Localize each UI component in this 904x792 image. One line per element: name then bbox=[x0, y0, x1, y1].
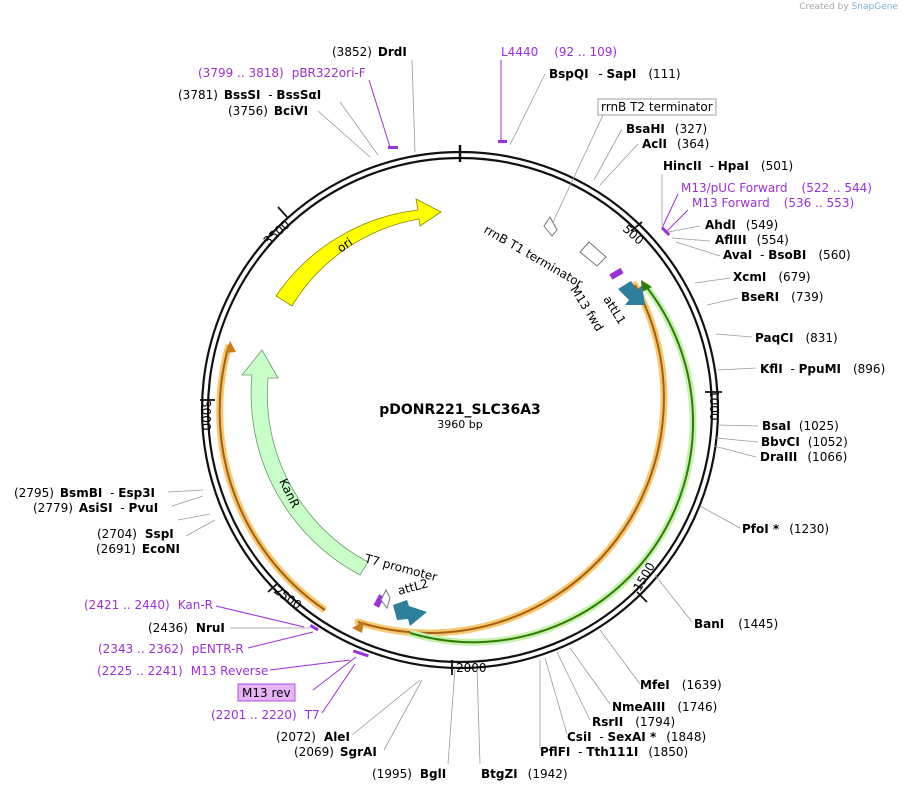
enzyme-bani: BanI(1445) bbox=[694, 617, 778, 631]
enzyme-bsahi: BsaHI(327) bbox=[626, 122, 707, 136]
enzyme-csii: CsiI - SexAI *(1848) bbox=[567, 730, 706, 744]
enzyme-labels: (3852)DrdI BspQI - SapI(111) (3781)BssSI… bbox=[14, 45, 885, 781]
primer-m13-reverse: (2225 .. 2241)M13 Reverse bbox=[97, 664, 268, 678]
orf-orange-arc bbox=[354, 281, 668, 637]
enzyme-mfei: MfeI(1639) bbox=[640, 678, 722, 692]
tick-3500: 3500 bbox=[261, 217, 293, 248]
rrnb-t1-feature bbox=[579, 241, 607, 267]
primer-m13-forward: M13 Forward(536 .. 553) bbox=[692, 196, 854, 210]
enzyme-pflfi: PflFI - Tth111I(1850) bbox=[540, 745, 688, 759]
enzyme-econi: (2691)EcoNI bbox=[96, 542, 180, 556]
plasmid-name: pDONR221_SLC36A3 bbox=[379, 402, 541, 418]
tick-500: 500 bbox=[620, 222, 646, 248]
snapgene-brand: SnapGene bbox=[851, 2, 898, 12]
attl2-label: attL2 bbox=[396, 576, 430, 598]
t7-promoter-label: T7 promoter bbox=[362, 551, 439, 584]
enzyme-ahdi: AhdI(549) bbox=[705, 218, 778, 232]
orf-green-arrowhead bbox=[641, 280, 652, 292]
rrnb-t1-label: rrnB T1 terminator bbox=[482, 222, 586, 290]
enzyme-hincii: HincII - HpaI(501) bbox=[663, 159, 793, 173]
tick-3000: 3000 bbox=[199, 400, 213, 431]
primer-l4440: L4440(92 .. 109) bbox=[501, 45, 617, 59]
enzyme-draiii: DraIII(1066) bbox=[760, 450, 847, 464]
enzyme-alei: (2072)AleI bbox=[276, 730, 350, 744]
enzyme-btgzi: BtgZI(1942) bbox=[481, 767, 568, 781]
orf-green-arc-core bbox=[409, 284, 695, 644]
coordinate-ticks: 500 1000 1500 2000 2500 3000 3500 bbox=[199, 206, 722, 675]
kanr-feature bbox=[241, 349, 369, 576]
primer-pbr322ori-f: (3799 .. 3818)pBR322ori-F bbox=[198, 66, 366, 80]
rrnb-t2-box bbox=[597, 98, 717, 116]
enzyme-xcmi: XcmI(679) bbox=[733, 270, 811, 284]
snapgene-credit: Created by SnapGene bbox=[799, 2, 898, 12]
primer-m13-rev: M13 rev bbox=[242, 686, 291, 700]
enzyme-bbvci: BbvCI(1052) bbox=[761, 435, 848, 449]
enzyme-leaders bbox=[167, 59, 759, 765]
m13-rev-highlight bbox=[237, 683, 296, 702]
enzyme-rsrii: RsrII(1794) bbox=[592, 715, 675, 729]
primer-marks bbox=[215, 60, 689, 714]
enzyme-sgrai: (2069)SgrAI bbox=[294, 745, 377, 759]
m13-fwd-label: M13 fwd bbox=[567, 283, 606, 334]
enzyme-kfli: KflI - PpuMI(896) bbox=[760, 362, 885, 376]
orf-green-arc bbox=[409, 282, 697, 646]
enzyme-bspqi: BspQI - SapI(111) bbox=[549, 67, 681, 81]
primer-pentr-r: (2343 .. 2362)pENTR-R bbox=[98, 642, 244, 656]
ori-feature bbox=[275, 198, 442, 307]
enzyme-nrui: (2436)NruI bbox=[148, 621, 225, 635]
attl1-feature bbox=[618, 281, 645, 305]
primer-labels: L4440(92 .. 109) (3799 .. 3818)pBR322ori… bbox=[84, 45, 872, 722]
attl1-label: attL1 bbox=[600, 293, 628, 327]
enzyme-bseri: BseRI(739) bbox=[741, 290, 823, 304]
t7-promoter-feature bbox=[380, 588, 391, 610]
attl2-feature bbox=[393, 600, 427, 626]
rrnb-t2-feature bbox=[543, 216, 558, 237]
enzyme-bsmbi: (2795)BsmBI - Esp3I bbox=[14, 486, 155, 500]
enzyme-avai: AvaI - BsoBI(560) bbox=[723, 248, 851, 262]
enzyme-bsai: BsaI(1025) bbox=[762, 419, 839, 433]
tick-2000: 2000 bbox=[456, 661, 487, 675]
tick-1000: 1000 bbox=[707, 390, 721, 421]
enzyme-nmeaiii: NmeAIII(1746) bbox=[612, 700, 717, 714]
tick-1500: 1500 bbox=[630, 560, 657, 593]
kan-orange-arc-core bbox=[218, 344, 326, 611]
enzyme-paqci: PaqCI(831) bbox=[755, 331, 838, 345]
m13-fwd-primer-mark bbox=[609, 267, 624, 280]
enzyme-bsssi: (3781)BssSI - BssSαI bbox=[178, 88, 321, 102]
credit-text: Created by bbox=[799, 2, 849, 12]
enzyme-drdi: (3852)DrdI bbox=[332, 45, 407, 59]
primer-kan-r: (2421 .. 2440)Kan-R bbox=[84, 598, 213, 612]
enzyme-asisi: (2779)AsiSI - PvuI bbox=[33, 501, 158, 515]
enzyme-afliii: AflIII(554) bbox=[715, 233, 789, 247]
orf-orange-arc-core bbox=[357, 284, 665, 634]
enzyme-bgli: (1995)BglI bbox=[372, 767, 446, 781]
plasmid-size: 3960 bp bbox=[437, 418, 482, 431]
primer-t7: (2201 .. 2220)T7 bbox=[211, 708, 320, 722]
enzyme-pfoi: PfoI *(1230) bbox=[742, 522, 829, 536]
enzyme-sspi: (2704)SspI bbox=[97, 527, 174, 541]
rrnb-t2-leader bbox=[552, 112, 605, 223]
primer-m13-puc-forward: M13/pUC Forward(522 .. 544) bbox=[681, 181, 872, 195]
enzyme-acli: AclI(364) bbox=[642, 137, 709, 151]
enzyme-bcivi: (3756)BciVI bbox=[228, 104, 308, 118]
rrnb-t2-label: rrnB T2 terminator bbox=[601, 100, 713, 114]
orf-orange-arrowhead bbox=[352, 621, 364, 633]
kan-orange-arrowhead bbox=[225, 341, 236, 353]
